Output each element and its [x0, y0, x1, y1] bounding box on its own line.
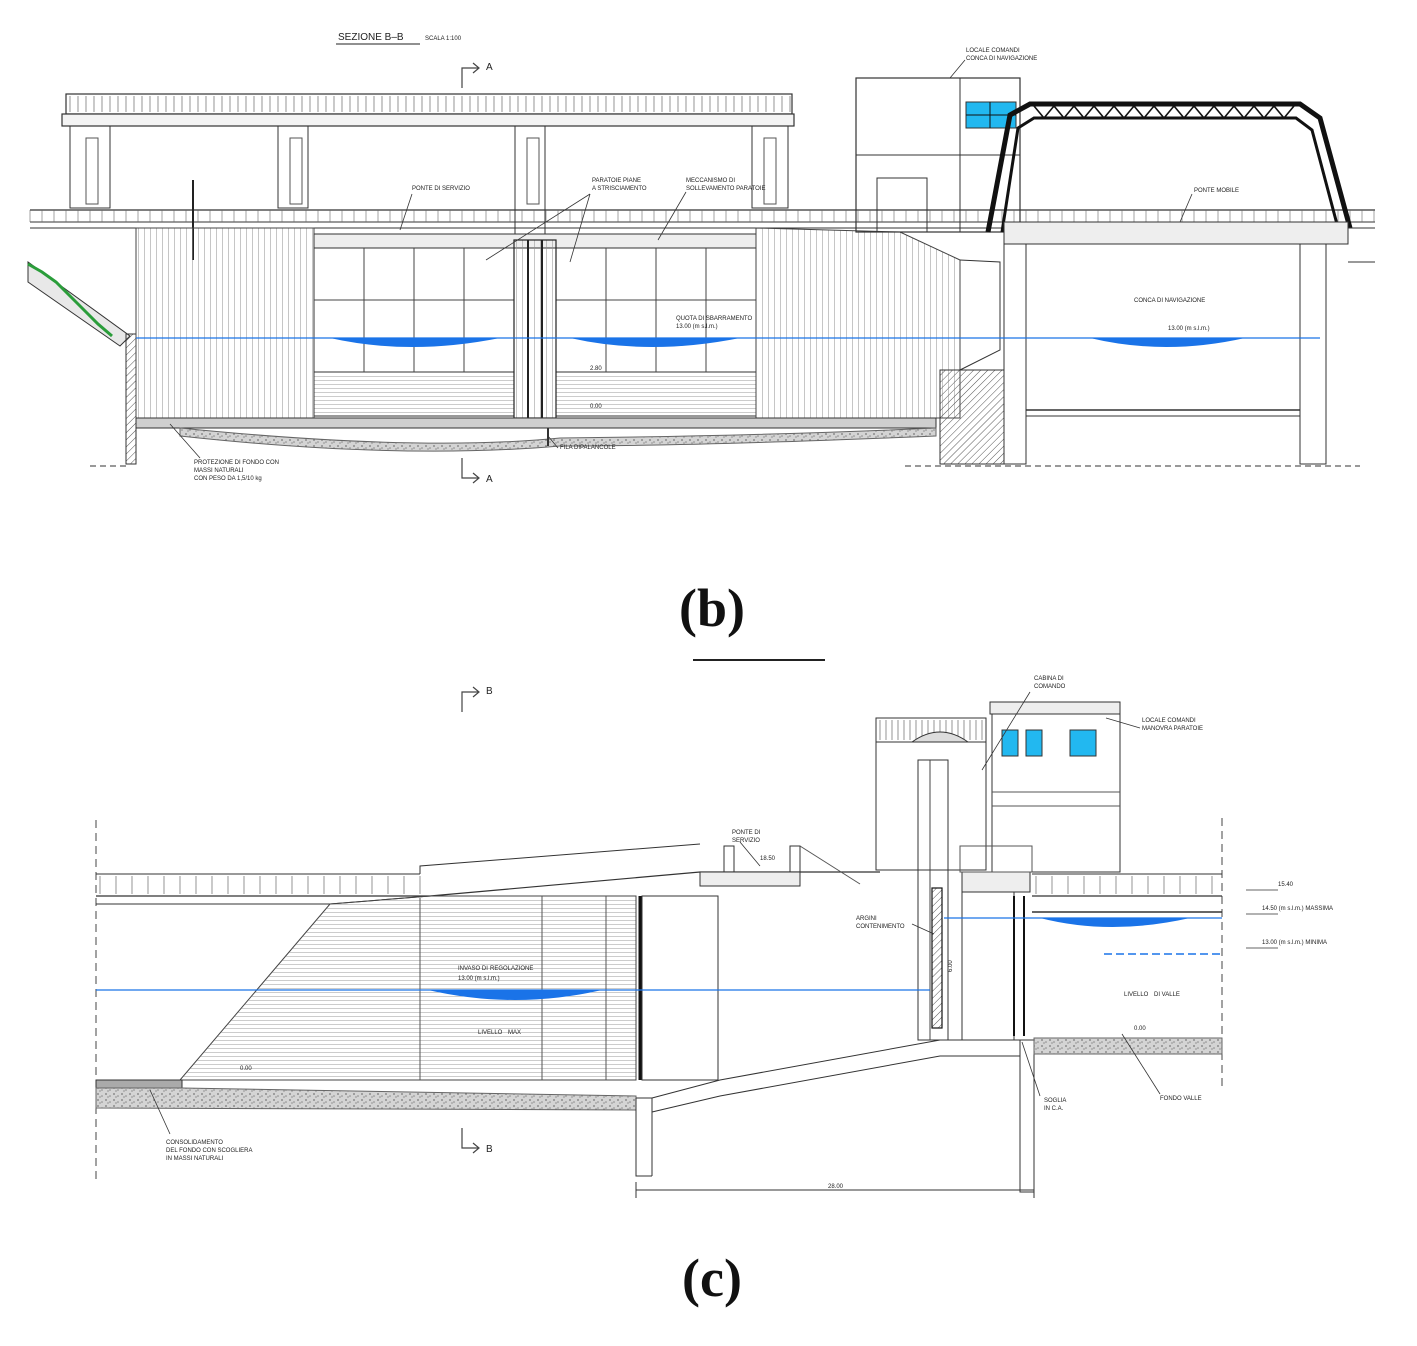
foundation: [135, 417, 937, 452]
label-fila-1: FILA DI: [560, 445, 580, 451]
panel-c: B B: [95, 676, 1333, 1308]
label-fila-2: PALANCOLE: [580, 445, 616, 451]
control-building: [855, 77, 1021, 233]
section-marker-bottom: A: [461, 458, 493, 485]
sluice-gates: [313, 233, 757, 419]
svg-text:A: A: [486, 474, 493, 485]
label-ponte-mobile: PONTE MOBILE: [1194, 188, 1239, 194]
right-pier-wall: [755, 227, 961, 419]
label-conca: CONCA DI NAVIGAZIONE: [1134, 298, 1205, 304]
label-protezione-3: CON PESO DA 1,5/10 kg: [194, 476, 262, 482]
label-quota-ponte: 18.50: [760, 856, 776, 862]
label-dim-vertical: 6.00: [948, 960, 954, 972]
label-right-level-3: 13.00 (m s.l.m.) MINIMA: [1262, 940, 1327, 946]
lift-bridge-truss: [985, 101, 1353, 233]
label-invaso-1: INVASO DI: [458, 966, 488, 972]
sloped-wall-c: [178, 895, 637, 1081]
label-invaso-3: 13.00 (m s.l.m.): [458, 976, 500, 982]
water-level-b: [136, 337, 1320, 347]
label-livello-2: MAX: [508, 1030, 521, 1036]
label-protezione-2: MASSI NATURALI: [194, 468, 244, 474]
label-ponte-2: SERVIZIO: [732, 838, 760, 844]
right-deck-c: [1032, 873, 1222, 913]
label-locale-comandi: LOCALE COMANDI: [966, 48, 1020, 54]
floor-c: [95, 1037, 1223, 1193]
control-building-c: [959, 701, 1121, 1041]
label-invaso-2: REGOLAZIONE: [490, 966, 533, 972]
caption-c: (c): [682, 1248, 742, 1308]
svg-text:B: B: [486, 686, 493, 697]
label-livello-1: LIVELLO: [478, 1030, 503, 1036]
label-locale-1: LOCALE COMANDI: [1142, 718, 1196, 724]
label-protezione-1: PROTEZIONE DI FONDO CON: [194, 460, 279, 466]
label-livello-valle-1: LIVELLO: [1124, 992, 1149, 998]
label-cabina-1: CABINA DI: [1034, 676, 1064, 682]
label-locale-2: MANOVRA PARATOIE: [1142, 726, 1203, 732]
svg-text:B: B: [486, 1144, 493, 1155]
section-marker-c-top: B: [461, 686, 493, 712]
section-title-scale: SCALA 1:100: [425, 36, 462, 42]
section-title: SEZIONE B–B: [338, 32, 404, 43]
left-deck-c: [96, 843, 880, 905]
caption-b: (b): [679, 578, 745, 638]
left-pier-wall: [135, 227, 315, 419]
svg-text:A: A: [486, 62, 493, 73]
label-soglia-1: SOGLIA: [1044, 1098, 1066, 1104]
water-level-c: [96, 917, 1222, 1000]
label-level-right: 13.00 (m s.l.m.): [1168, 326, 1210, 332]
label-level-bottom: 0.00: [590, 404, 602, 410]
label-paratoie-1: PARATOIE PIANE: [592, 178, 641, 184]
navigation-lock: [939, 221, 1375, 465]
label-soglia-2: IN C.A.: [1044, 1106, 1064, 1112]
window-c-3: [1069, 729, 1097, 757]
label-right-level-2: 14.50 (m s.l.m.) MASSIMA: [1262, 906, 1333, 912]
label-right-level-1: 15.40: [1278, 882, 1294, 888]
label-quota-1: QUOTA DI SBARRAMENTO: [676, 316, 752, 322]
window-c-1: [1001, 729, 1019, 757]
label-meccanismo-2: SOLLEVAMENTO PARATOIE: [686, 186, 765, 192]
label-level-mid: 2.80: [590, 366, 602, 372]
window-c-2: [1025, 729, 1043, 757]
label-consolidamento-1: CONSOLIDAMENTO: [166, 1140, 223, 1146]
label-argini-2: CONTENIMENTO: [856, 924, 905, 930]
label-consolidamento-2: DEL FONDO CON SCOGLIERA: [166, 1148, 252, 1154]
dimension-horizontal: [635, 1182, 1035, 1198]
panel-b: SEZIONE B–B SCALA 1:100 A A: [27, 32, 1375, 638]
upper-bridge: [61, 93, 795, 237]
label-quota-2: 13.00 (m s.l.m.): [676, 324, 718, 330]
label-fondo-left: 0.00: [240, 1066, 252, 1072]
label-fondo-right: 0.00: [1134, 1026, 1146, 1032]
left-embankment: [27, 261, 137, 465]
label-cabina-2: COMANDO: [1034, 684, 1066, 690]
label-meccanismo-1: MECCANISMO DI: [686, 178, 735, 184]
section-marker-top: A: [461, 62, 493, 88]
label-livello-valle-2: DI VALLE: [1154, 992, 1180, 998]
label-consolidamento-3: IN MASSI NATURALI: [166, 1156, 224, 1162]
label-ponte-1: PONTE DI: [732, 830, 761, 836]
label-ponte-servizio: PONTE DI SERVIZIO: [412, 186, 470, 192]
label-dim-horizontal: 28.00: [828, 1184, 844, 1190]
gate-tower: [875, 717, 987, 1041]
label-conca-top: CONCA DI NAVIGAZIONE: [966, 56, 1037, 62]
label-paratoie-2: A STRISCIAMENTO: [592, 186, 647, 192]
label-fondo-valle: FONDO VALLE: [1160, 1096, 1202, 1102]
label-argini-1: ARGINI: [856, 916, 877, 922]
section-marker-c-bottom: B: [461, 1128, 493, 1155]
